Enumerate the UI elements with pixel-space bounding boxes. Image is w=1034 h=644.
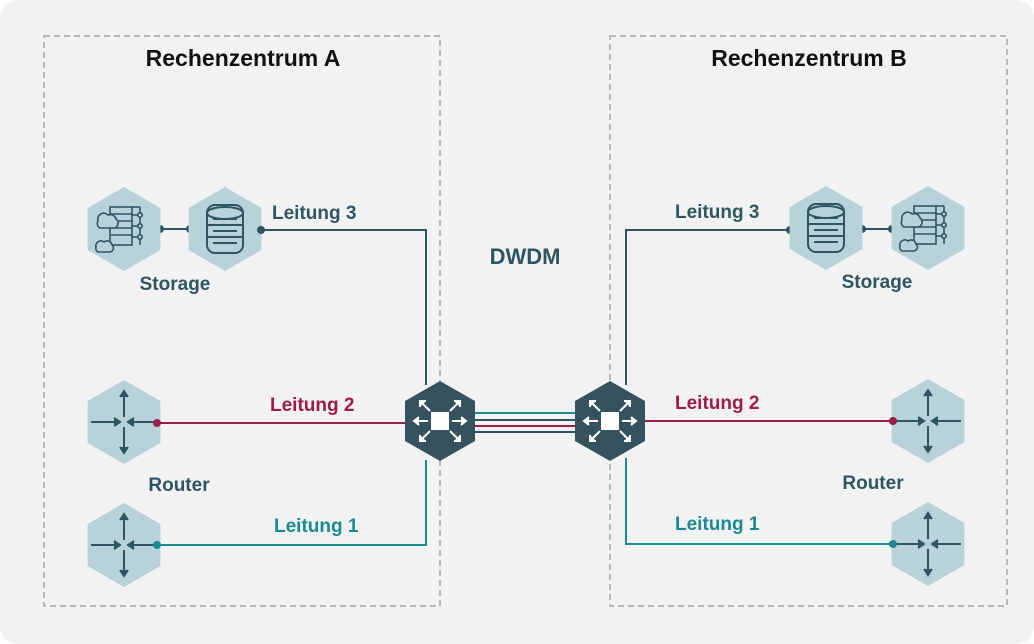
router-a-label: Router xyxy=(148,475,210,496)
datacenter-a-title: Rechenzentrum A xyxy=(146,45,341,71)
router-b-top xyxy=(891,379,965,463)
storage-a-label: Storage xyxy=(140,274,211,295)
dwdm-label: DWDM xyxy=(490,244,561,269)
datacenter-b-title: Rechenzentrum B xyxy=(711,45,907,71)
router-b-bottom xyxy=(891,502,965,586)
storage-a-cloud-node xyxy=(87,187,161,271)
storage-b-database-node xyxy=(789,186,863,270)
line-2-a-label: Leitung 2 xyxy=(270,395,354,416)
line-2-b-label: Leitung 2 xyxy=(675,393,759,414)
line-1-b xyxy=(625,458,893,545)
router-b-label: Router xyxy=(842,473,904,494)
dwdm-node-b xyxy=(575,381,645,461)
line-1-a xyxy=(157,460,427,546)
line-3-b-label: Leitung 3 xyxy=(675,202,759,223)
line-1-b-label: Leitung 1 xyxy=(675,514,760,535)
database-icon xyxy=(206,204,244,254)
storage-a-database-node xyxy=(188,187,262,271)
datacenter-b-box xyxy=(609,35,1008,607)
router-a-bottom xyxy=(87,503,161,587)
line-3-b xyxy=(625,229,790,385)
datacenter-a-box xyxy=(43,35,441,607)
dwdm-node-a xyxy=(405,381,475,461)
router-a-top xyxy=(87,380,161,464)
line-3-a xyxy=(261,229,427,385)
storage-b-label: Storage xyxy=(842,272,913,293)
dwdm-link xyxy=(470,412,580,433)
storage-b-cloud-node xyxy=(891,186,965,270)
database-icon xyxy=(807,203,845,253)
line-1-a-label: Leitung 1 xyxy=(274,516,359,537)
line-3-a-label: Leitung 3 xyxy=(272,203,356,224)
